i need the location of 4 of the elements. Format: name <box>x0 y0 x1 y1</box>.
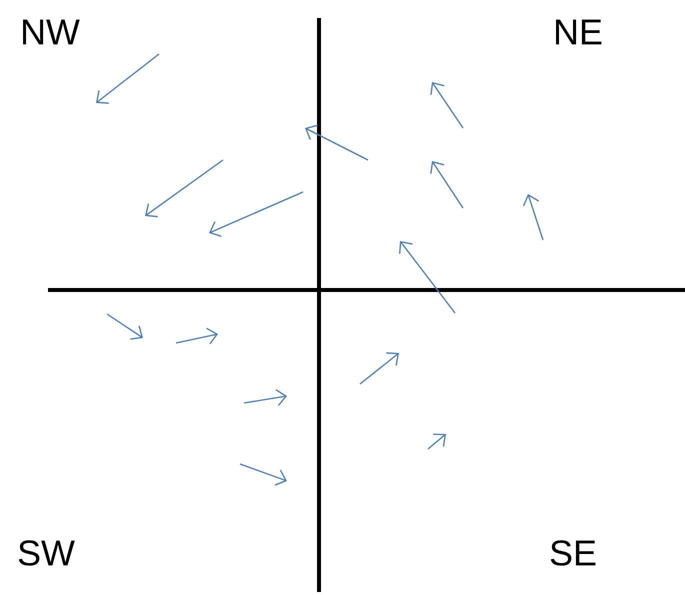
quadrant-label: NE <box>556 20 602 44</box>
quadrant-label: SE <box>550 540 596 566</box>
quadrant-label: NW <box>23 20 80 44</box>
quadrant-label: SW <box>18 540 75 566</box>
